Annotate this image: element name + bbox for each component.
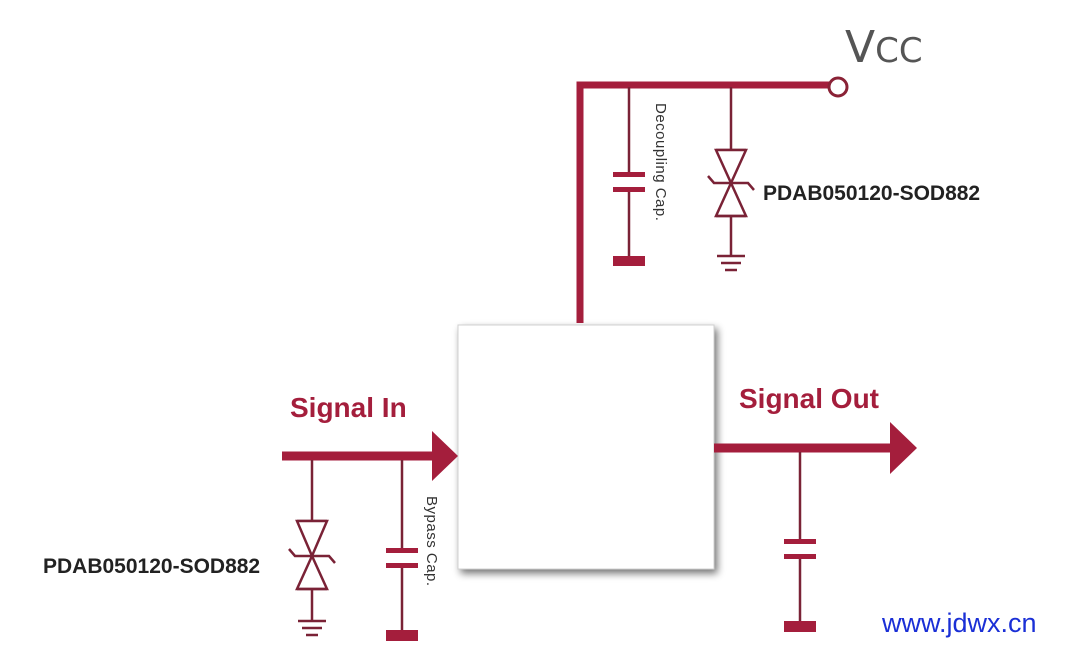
part-label-top: PDAB050120-SOD882 — [763, 182, 980, 205]
decoupling-cap-label: Decoupling Cap. — [652, 103, 669, 221]
signal-in-wire — [282, 431, 458, 481]
left-ground-icon — [298, 619, 326, 637]
signal-in-arrow-icon — [432, 431, 458, 481]
signal-out-arrow-icon — [890, 422, 917, 474]
decoupling-capacitor-icon — [613, 87, 645, 266]
signal-in-label: Signal In — [290, 392, 407, 423]
bypass-capacitor-icon — [386, 460, 418, 641]
vcc-label: VCC — [845, 22, 923, 73]
top-tvs-diode-icon — [707, 87, 755, 255]
watermark: www.jdwx.cn — [881, 608, 1037, 638]
vcc-label-main: V — [845, 22, 875, 73]
signal-out-label: Signal Out — [739, 383, 879, 414]
vcc-label-sub: CC — [875, 31, 922, 71]
signal-out-wire — [714, 422, 917, 474]
top-ground-icon — [717, 254, 745, 272]
output-capacitor-icon — [784, 452, 816, 632]
ic-block — [457, 324, 715, 570]
bypass-cap-label: Bypass Cap. — [423, 496, 440, 587]
part-label-left: PDAB050120-SOD882 — [43, 555, 260, 578]
vcc-rail — [576, 76, 849, 323]
vcc-terminal-icon — [827, 76, 849, 98]
left-tvs-diode-icon — [288, 460, 336, 620]
